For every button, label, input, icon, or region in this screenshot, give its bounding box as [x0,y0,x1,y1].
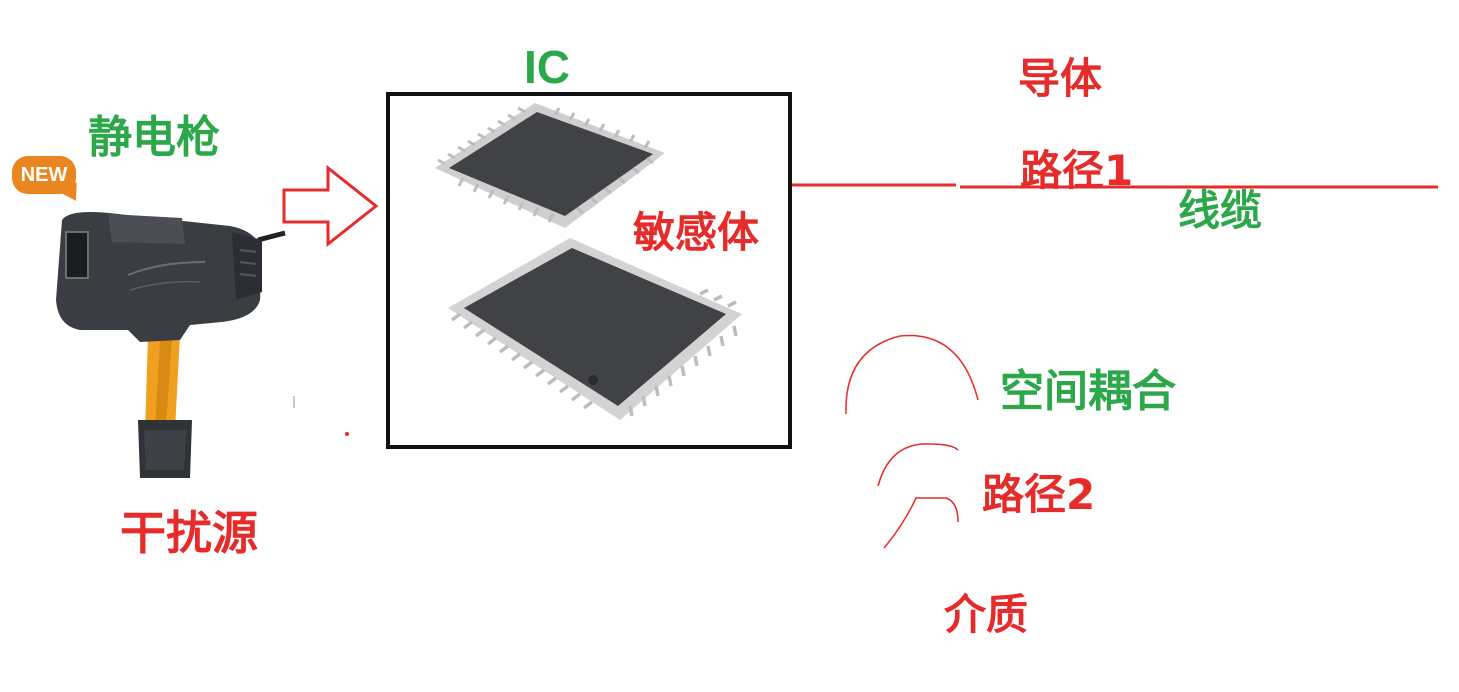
ic-frame [386,92,792,449]
right-arrow-icon [280,164,390,254]
label-medium: 介质 [944,594,1028,636]
label-path1: 路径1 [1020,150,1133,192]
label-sensitive-body: 敏感体 [633,212,759,254]
esd-gun-icon [0,0,300,400]
label-esd-gun: 静电枪 [88,116,220,160]
qfp-chip-icon [390,96,788,445]
label-ic: IC [524,44,570,90]
label-space-coupling: 空间耦合 [1000,370,1176,414]
stray-marks [288,392,368,452]
coupling-arcs [840,330,1000,570]
label-cable: 线缆 [1178,190,1262,232]
label-interference-source: 干扰源 [120,510,258,556]
label-conductor: 导体 [1018,58,1102,100]
label-path2: 路径2 [982,474,1095,516]
